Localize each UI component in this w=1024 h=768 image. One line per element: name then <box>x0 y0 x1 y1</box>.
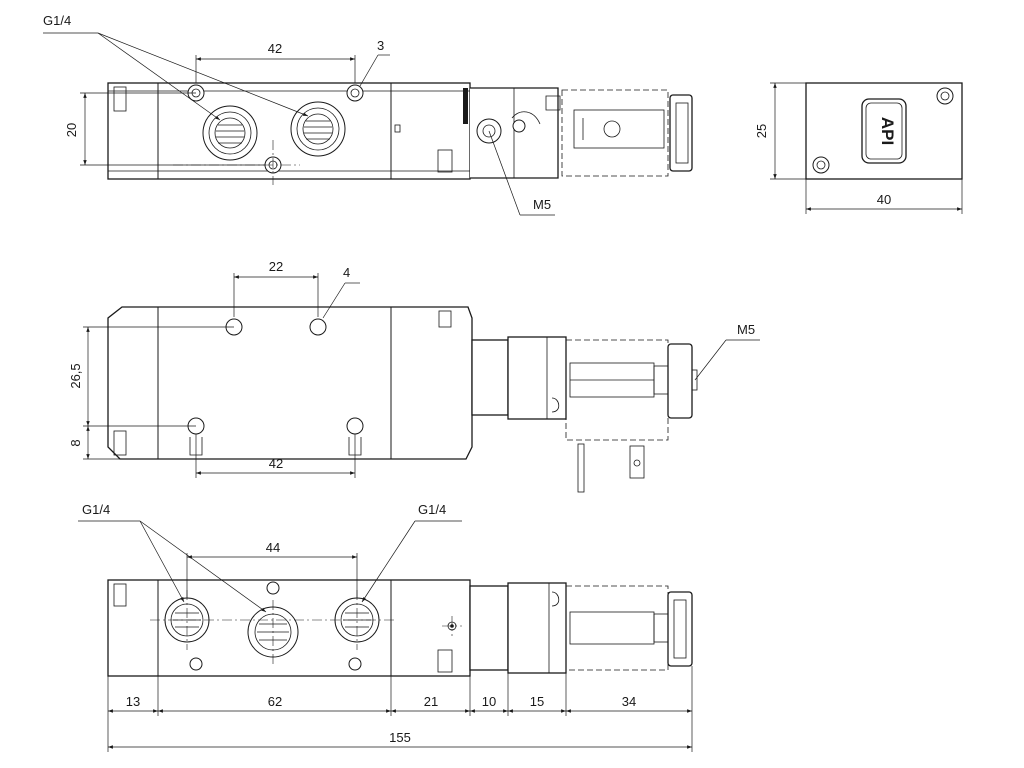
m5-top-label: M5 <box>533 197 551 212</box>
api-logo <box>861 98 907 164</box>
bottom-view-coil-outline <box>565 585 669 671</box>
dim-8: 8 <box>68 439 83 446</box>
middle-view-coil-cap <box>667 343 693 419</box>
top-view-coil-cap <box>669 94 693 172</box>
top-port-1 <box>202 105 258 161</box>
api-logo-text: API <box>878 117 897 145</box>
dim-155: 155 <box>389 730 411 745</box>
dim-62: 62 <box>268 694 282 709</box>
dim-26-5: 26,5 <box>68 363 83 388</box>
bottom-view-coil-cap <box>667 591 693 667</box>
dim-25: 25 <box>754 124 769 138</box>
top-view-coil-outline <box>561 89 669 177</box>
dim-10: 10 <box>482 694 496 709</box>
g14-bottom-right-label: G1/4 <box>418 502 446 517</box>
dim-40: 40 <box>877 192 891 207</box>
dim-3: 3 <box>377 38 384 53</box>
dim-20: 20 <box>64 123 79 137</box>
dim-13: 13 <box>126 694 140 709</box>
dim-4: 4 <box>343 265 350 280</box>
middle-view-valve-body <box>107 306 473 460</box>
middle-view-pilot-block <box>507 336 567 420</box>
bottom-view: 44 G1/4 G1/4 13 62 21 10 15 34 155 <box>78 502 693 752</box>
middle-view-pilot-neck <box>471 339 509 416</box>
dim-21: 21 <box>424 694 438 709</box>
dim-42-mid: 42 <box>269 456 283 471</box>
middle-view: 22 4 26,5 8 42 M5 <box>68 259 760 493</box>
top-port-2 <box>290 101 346 157</box>
dim-42-top: 42 <box>268 41 282 56</box>
g14-bottom-left-label: G1/4 <box>82 502 110 517</box>
dim-15: 15 <box>530 694 544 709</box>
dim-44: 44 <box>266 540 280 555</box>
bottom-view-pilot-block <box>507 582 567 674</box>
m5-mid-label: M5 <box>737 322 755 337</box>
bottom-view-pilot-neck <box>469 585 509 671</box>
middle-view-coil-outline <box>565 339 669 441</box>
dim-22: 22 <box>269 259 283 274</box>
g14-top-label: G1/4 <box>43 13 71 28</box>
end-view: API 25 40 <box>754 82 963 214</box>
top-view: 42 3 G1/4 20 M5 <box>43 13 693 216</box>
top-view-valve-body <box>107 82 471 180</box>
dim-34: 34 <box>622 694 636 709</box>
